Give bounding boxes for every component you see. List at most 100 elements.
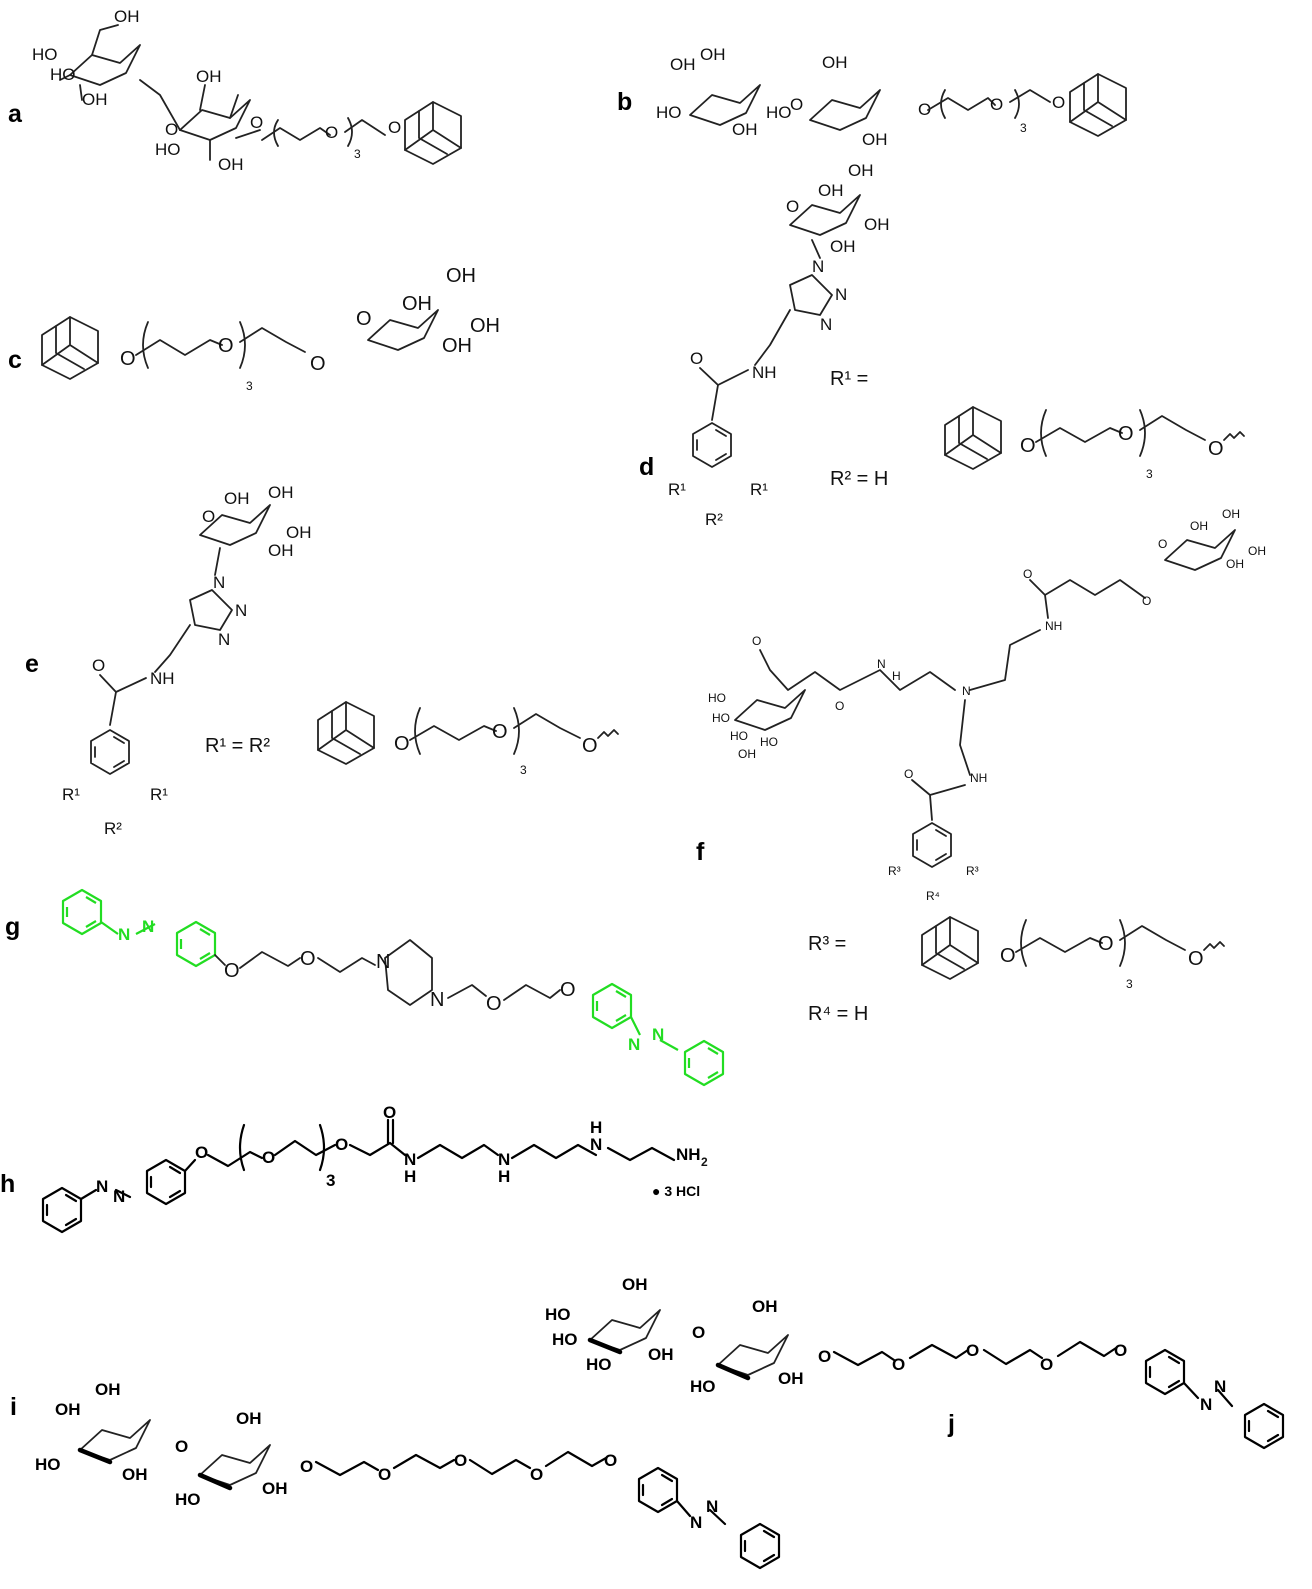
structure-g: N N O O N N O O N N [61,888,725,1087]
svg-text:N: N [118,925,130,944]
svg-text:N: N [835,285,847,304]
svg-text:O: O [202,507,215,526]
svg-text:R³ =: R³ = [808,933,846,955]
svg-text:OH: OH [268,483,294,502]
svg-text:OH: OH [286,523,312,542]
panel-label-i: i [10,1393,17,1421]
svg-text:O: O [990,95,1003,114]
svg-text:O: O [300,948,316,970]
svg-text:OH: OH [1248,544,1266,558]
svg-text:O: O [300,1457,313,1476]
svg-text:R⁴: R⁴ [926,889,940,903]
svg-text:NH: NH [150,669,175,688]
svg-text:NH: NH [970,771,987,785]
svg-text:HO: HO [32,45,58,64]
svg-text:OH: OH [262,1479,288,1498]
svg-text:OH: OH [402,293,432,315]
svg-text:O: O [378,1465,391,1484]
svg-text:R³: R³ [888,864,901,878]
svg-text:3: 3 [1126,977,1133,991]
svg-text:H: H [498,1167,510,1186]
svg-text:HO: HO [552,1330,578,1349]
structure-c: O O 3 O O OH OH OH OH [41,265,500,393]
svg-text:O: O [918,100,931,119]
svg-text:O: O [120,348,136,370]
svg-text:R⁴ = H: R⁴ = H [808,1003,868,1025]
svg-text:OH: OH [830,237,856,256]
svg-text:O: O [325,123,338,142]
svg-text:OH: OH [752,1297,778,1316]
svg-text:O: O [310,353,326,375]
svg-text:N: N [430,989,444,1011]
svg-text:OH: OH [224,489,250,508]
svg-text:O: O [394,733,410,755]
svg-text:HO: HO [712,711,730,725]
structure-j: OH HO HO HO OH O OH HO OH O O O O O N N [545,1275,1285,1450]
svg-text:OH: OH [446,265,476,287]
svg-text:R²: R² [705,510,723,529]
svg-text:N: N [235,601,247,620]
svg-text:O: O [1040,1355,1053,1374]
svg-text:OH: OH [738,747,756,761]
svg-text:N: N [113,1187,125,1206]
svg-text:R¹: R¹ [150,785,168,804]
svg-text:H: H [892,669,901,683]
svg-text:O: O [1114,1341,1127,1360]
svg-text:N: N [1214,1377,1226,1396]
svg-text:O: O [1158,537,1167,551]
svg-text:O: O [790,95,803,114]
svg-text:3: 3 [1020,121,1027,135]
svg-text:HO: HO [50,65,76,84]
structure-a: OH HO HO OH OH O HO OH O O 3 O [32,7,462,174]
panel-label-b: b [617,88,633,116]
svg-text:R²: R² [104,819,122,838]
svg-text:O: O [604,1451,617,1470]
svg-text:N: N [590,1135,602,1154]
svg-text:3: 3 [520,763,527,777]
svg-text:O: O [752,634,761,648]
svg-text:O: O [1142,594,1151,608]
svg-text:O: O [1208,438,1224,460]
svg-text:O: O [492,721,508,743]
panel-label-d: d [639,453,655,481]
svg-text:3: 3 [1146,467,1153,481]
svg-text:3: 3 [354,147,361,161]
svg-text:OH: OH [700,45,726,64]
svg-text:HO: HO [155,140,181,159]
svg-text:HO: HO [708,691,726,705]
svg-text:R¹: R¹ [750,480,768,499]
svg-text:O: O [582,735,598,757]
svg-text:O: O [195,1143,208,1162]
svg-text:R¹: R¹ [668,480,686,499]
svg-text:OH: OH [1190,519,1208,533]
svg-text:OH: OH [822,53,848,72]
svg-text:N: N [690,1513,702,1532]
svg-text:N: N [498,1150,510,1169]
svg-text:OH: OH [114,7,140,26]
svg-text:O: O [388,118,401,137]
panel-label-c: c [8,346,22,374]
svg-text:N: N [142,917,154,936]
panel-label-f: f [696,838,705,866]
svg-text:O: O [486,993,502,1015]
structure-e: O OH OH OH OH N N N NH O R¹ R¹ R² R¹ = R… [62,483,619,838]
svg-text:O: O [218,335,234,357]
svg-text:O: O [786,197,799,216]
svg-text:O: O [560,979,576,1001]
structure-f: O OH OH OH OH O O NH N H N O O HO HO HO … [708,507,1266,1025]
svg-text:OH: OH [732,120,758,139]
svg-text:O: O [383,1103,396,1122]
svg-text:N: N [628,1035,640,1054]
svg-text:HO: HO [35,1455,61,1474]
svg-text:N: N [812,257,824,276]
svg-text:N: N [213,573,225,592]
svg-text:OH: OH [196,67,222,86]
svg-text:OH: OH [862,130,888,149]
svg-text:O: O [250,113,263,132]
svg-text:OH: OH [1226,557,1244,571]
svg-text:HO: HO [656,103,682,122]
svg-text:O: O [892,1355,905,1374]
svg-text:O: O [692,1323,705,1342]
svg-text:OH: OH [442,335,472,357]
